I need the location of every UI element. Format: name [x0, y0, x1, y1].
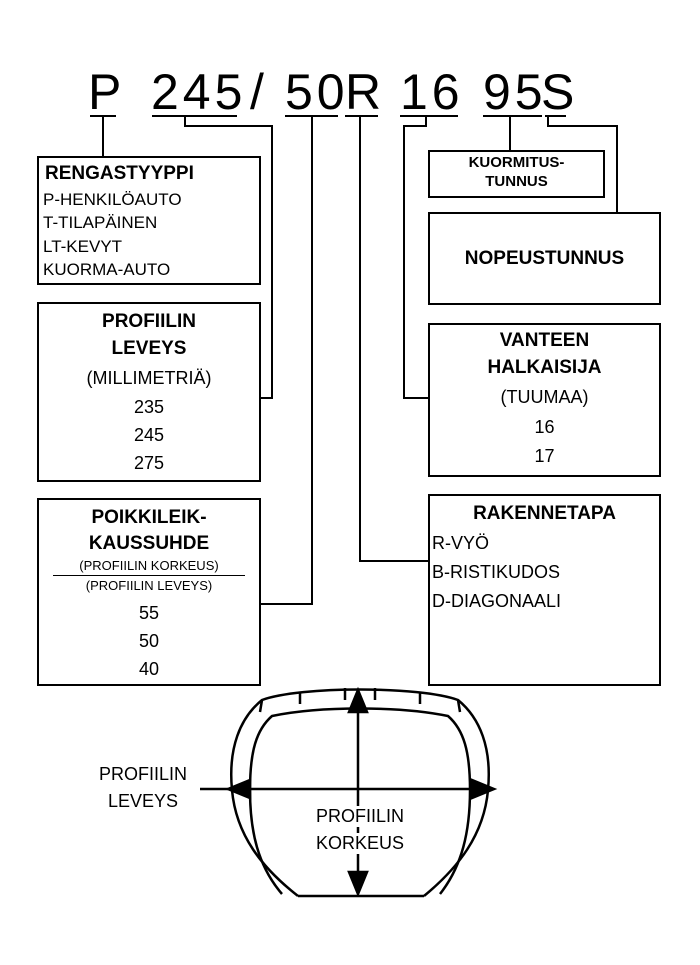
code-aspect-ratio: 50: [285, 64, 349, 120]
rim-diameter-unit: (TUUMAA): [500, 387, 589, 407]
load-index-line2: TUNNUS: [485, 173, 548, 190]
section-width-unit: (MILLIMETRIÄ): [86, 368, 212, 388]
tire-type-item: T-TILAPÄINEN: [43, 213, 158, 232]
tire-type-item: LT-KEVYT: [43, 237, 123, 256]
rim-diameter-title-line2: HALKAISIJA: [487, 357, 602, 378]
section-width-title-line1: PROFIILIN: [102, 311, 196, 332]
speed-rating-title: NOPEUSTUNNUS: [464, 248, 625, 269]
figure-height-label-line2: KORKEUS: [295, 833, 425, 854]
figure-width-label-line1: PROFIILIN: [98, 764, 187, 784]
tire-inner-outline: [248, 707, 472, 895]
aspect-ratio-title-line1: POIKKILEIK-: [91, 507, 207, 528]
fraction-bar: [53, 575, 245, 576]
tire-type-item: KUORMA-AUTO: [43, 260, 171, 279]
aspect-ratio-value: 40: [138, 659, 160, 679]
aspect-ratio-title-line2: KAUSSUHDE: [88, 533, 210, 554]
section-width-title-line2: LEVEYS: [111, 338, 187, 359]
construction-type-title: RAKENNETAPA: [473, 503, 616, 524]
figure-height-label-line1: PROFIILIN: [295, 806, 425, 827]
code-slash: /: [250, 64, 264, 120]
aspect-ratio-value: 55: [138, 603, 160, 623]
rim-diameter-value: 17: [534, 446, 555, 466]
code-width: 245: [151, 64, 247, 120]
code-type-letter: P: [88, 64, 122, 120]
construction-type-box: [428, 494, 661, 686]
code-rim-diameter: 16: [400, 64, 464, 120]
construction-type-item: R-VYÖ: [432, 533, 490, 553]
section-width-box: [37, 302, 261, 482]
construction-type-item: B-RISTIKUDOS: [432, 562, 561, 582]
speed-rating-box: [428, 212, 661, 305]
load-index-box: [428, 150, 605, 198]
code-construction-letter: R: [345, 64, 382, 120]
aspect-ratio-denominator: (PROFIILIN LEVEYS): [85, 578, 213, 593]
aspect-ratio-value: 50: [138, 631, 160, 651]
rim-diameter-value: 16: [534, 417, 555, 437]
figure-width-label-line2: LEVEYS: [107, 791, 179, 811]
aspect-ratio-numerator: (PROFIILIN KORKEUS): [79, 558, 219, 573]
leader-lines: [102, 116, 618, 605]
section-width-value: 235: [133, 397, 165, 417]
code-speed-letter: S: [541, 64, 575, 120]
tire-type-box: [37, 156, 261, 285]
tread-grooves: [258, 688, 462, 713]
rim-diameter-title-line1: VANTEEN: [499, 330, 590, 351]
tire-cross-section-figure: [230, 688, 490, 898]
tire-type-title: RENGASTYYPPI: [45, 163, 194, 184]
section-width-value: 275: [133, 453, 165, 473]
load-index-line1: KUORMITUS-: [468, 154, 565, 171]
aspect-ratio-box: [37, 498, 261, 686]
rim-diameter-box: [428, 323, 661, 477]
section-width-value: 245: [133, 425, 165, 445]
tire-type-item: P-HENKILÖAUTO: [43, 190, 182, 209]
tire-outer-outline: [230, 688, 490, 897]
construction-type-item: D-DIAGONAALI: [432, 591, 562, 611]
code-load-index: 95: [483, 64, 547, 120]
